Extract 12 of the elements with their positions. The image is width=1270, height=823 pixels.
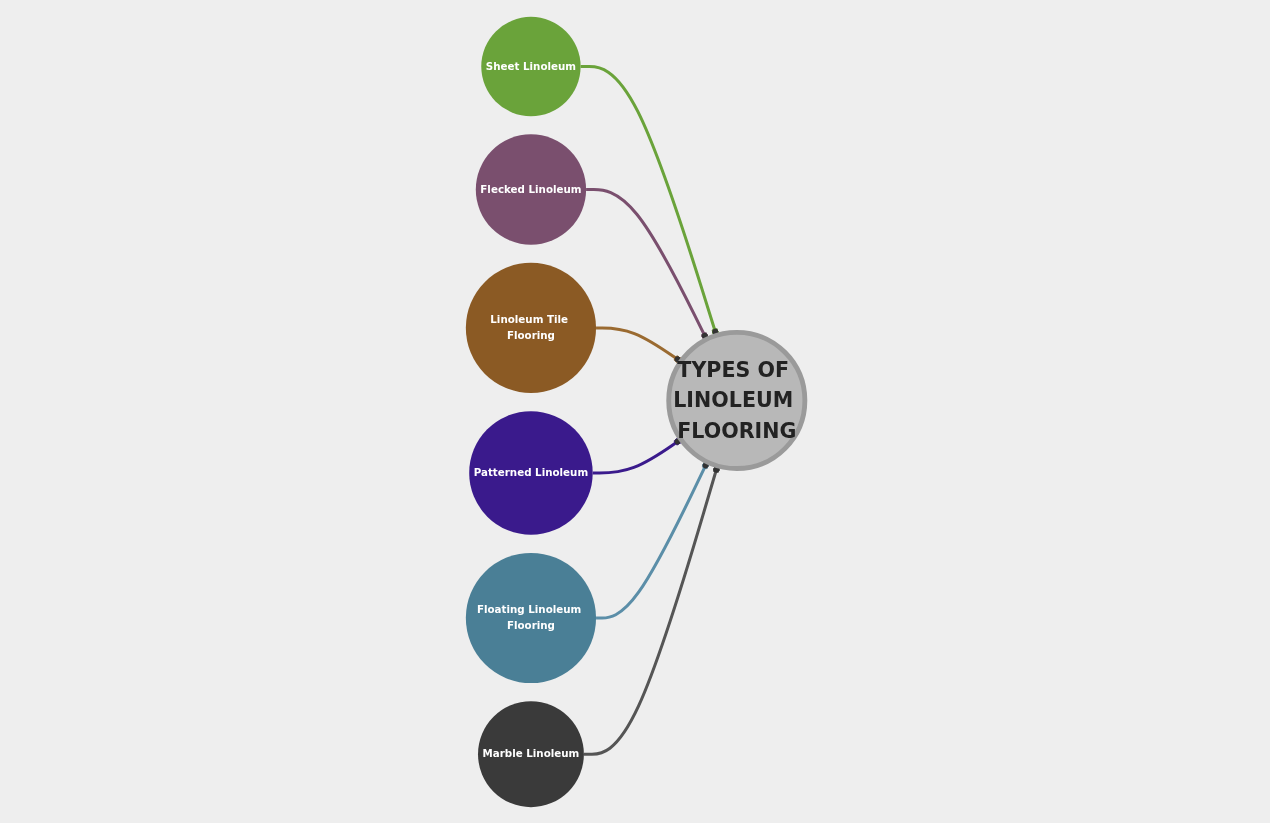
node-circle: Patterned Linoleum (468, 410, 593, 535)
node-circle: Sheet Linoleum (480, 16, 581, 116)
node-circle: Marble Linoleum (477, 700, 584, 807)
connector (595, 325, 682, 363)
node-circle: Flecked Linoleum (475, 133, 586, 245)
connector (585, 187, 709, 340)
node-circle: TYPES OF LINOLEUM FLOORING (665, 329, 807, 471)
connector (592, 437, 682, 474)
node-circle: Floating Linoleum Flooring (465, 552, 596, 683)
connector (595, 460, 709, 619)
node-circle: Linoleum Tile Flooring (465, 262, 596, 393)
connector (580, 64, 719, 336)
